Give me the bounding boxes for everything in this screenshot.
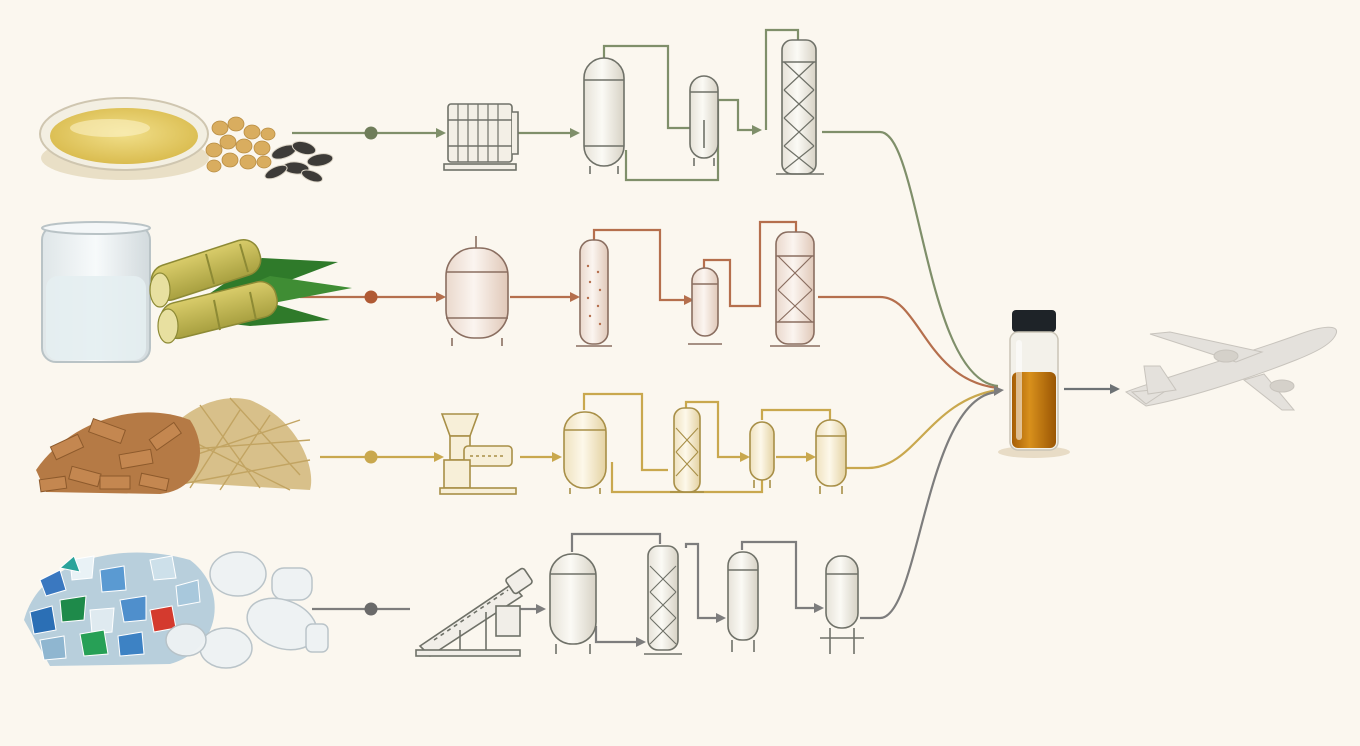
jet-fuel-vial-icon — [998, 310, 1070, 458]
pathway-oil-flow — [292, 28, 999, 388]
feed-hopper-extruder-icon — [439, 413, 517, 495]
separator-drum-icon — [727, 551, 759, 652]
plastic-waste-icon — [24, 551, 329, 669]
separator-drum-icon — [689, 75, 719, 166]
reactor-vessel-icon — [563, 411, 607, 494]
biomass-node — [364, 450, 378, 464]
filter-press-icon — [443, 103, 519, 171]
plastic-node — [364, 602, 378, 616]
distillation-column-icon — [770, 231, 820, 347]
product-drum-icon — [820, 555, 864, 654]
pathway-plastic-flow — [312, 386, 1004, 647]
packed-column-icon — [576, 239, 612, 347]
oil-node — [364, 126, 378, 140]
reactor-vessel-icon — [583, 57, 625, 174]
pathway-biomass-flow — [320, 388, 999, 494]
fermenter-tank-icon — [445, 236, 509, 346]
product-drum-icon — [815, 419, 847, 494]
reactor-vessel-icon — [549, 553, 597, 654]
distillation-column-icon — [776, 39, 824, 175]
separator-drum-icon — [749, 421, 775, 488]
screw-conveyor-icon — [415, 567, 533, 658]
wood-chips-and-straw-icon — [36, 397, 312, 494]
packed-column-icon — [670, 407, 704, 493]
pathway-sugar-flow — [300, 220, 999, 390]
airplane-icon — [1124, 326, 1338, 411]
product-to-airplane-arrow — [1064, 384, 1120, 394]
sugar-node — [364, 290, 378, 304]
vegetable-oil-and-oilseeds-icon — [39, 97, 334, 183]
packed-column-icon — [644, 545, 682, 655]
water-and-sugarcane-icon — [41, 221, 352, 363]
flash-drum-icon — [688, 267, 722, 345]
